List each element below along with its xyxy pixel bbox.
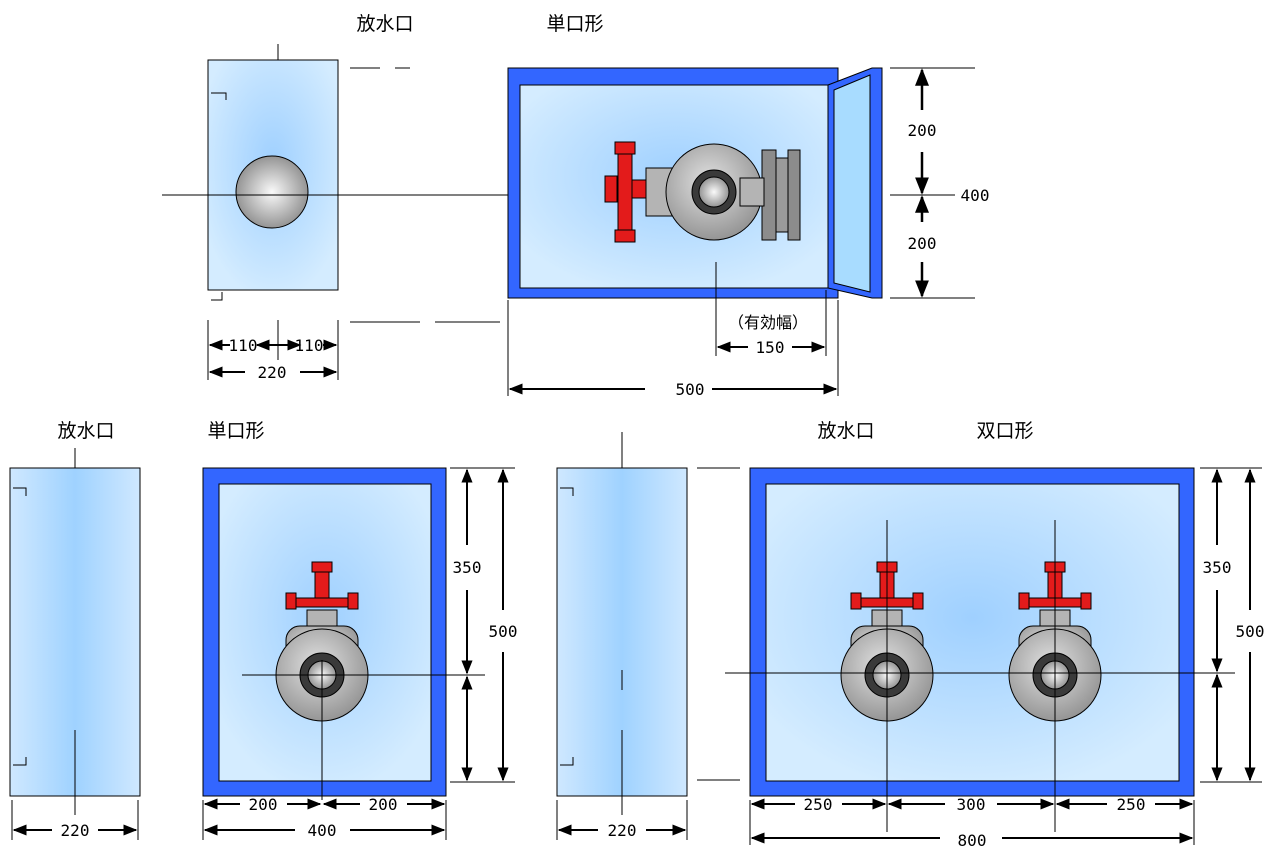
bl-front-dim-width: 400 [308,821,337,840]
top-front-title: 単口形 [546,13,603,35]
br-front-dim-upper: 350 [1203,558,1232,577]
top-front-dim-effective: 150 [756,338,785,357]
bottom-right-front-view: 双口形 350 500 250 300 250 800 [725,420,1264,850]
top-valve-side [604,141,801,243]
br-front-dim-a: 250 [804,795,833,814]
bl-side-title: 放水口 [57,420,114,442]
bl-front-dim-a: 200 [249,795,278,814]
bl-front-title: 単口形 [207,420,264,442]
top-front-dim-upper: 200 [908,121,937,140]
top-front-dim-lower: 200 [908,234,937,253]
br-side-title: 放水口 [817,420,874,442]
br-front-title: 双口形 [976,420,1033,442]
br-front-dim-b: 300 [957,795,986,814]
bl-front-dim-height: 500 [489,622,518,641]
bottom-right-side-view: 放水口 220 [556,420,875,840]
top-side-outlet [235,155,309,229]
br-side-dim-total: 220 [608,821,637,840]
bl-side-dim-total: 220 [61,821,90,840]
top-side-view: 放水口 110 110 220 [162,13,830,382]
top-side-title: 放水口 [356,13,413,35]
top-front-dim-width: 500 [676,380,705,399]
br-front-dim-c: 250 [1117,795,1146,814]
top-side-hinge-upper [211,92,227,100]
br-front-dim-width: 800 [958,831,987,850]
br-front-panel [765,483,1180,782]
top-side-dim-right: 110 [295,336,324,355]
top-front-effective-label: （有効幅） [728,313,808,332]
top-side-hinge-lower [211,292,223,301]
br-front-dim-height: 500 [1236,622,1265,641]
bl-front-dim-upper: 350 [453,558,482,577]
bottom-left-front-view: 単口形 350 500 200 200 400 [202,420,518,840]
bl-front-dim-b: 200 [369,795,398,814]
top-door-glass [833,74,871,293]
bottom-left-side-view: 放水口 220 [9,420,141,840]
top-side-dim-total: 220 [258,363,287,382]
top-side-dim-left: 110 [229,336,258,355]
top-front-view: 単口形 （有効幅） 150 500 [507,13,990,399]
top-front-dim-height: 400 [961,186,990,205]
